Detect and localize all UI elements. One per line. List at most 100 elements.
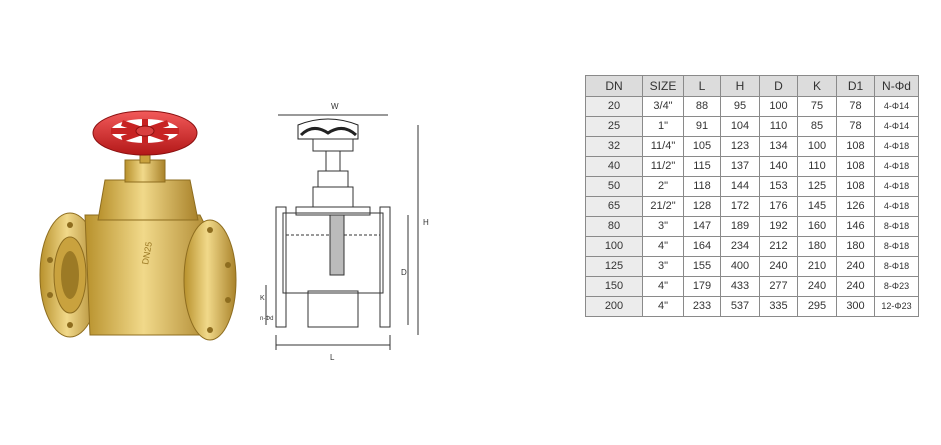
table-cell: 11/2": [642, 156, 684, 177]
col-header-dn: DN: [585, 75, 643, 97]
table-cell: 8-Φ18: [874, 216, 919, 237]
table-cell: 40: [585, 156, 643, 177]
table-cell: 433: [720, 276, 760, 297]
dim-label-k: K: [260, 295, 265, 302]
table-cell: 176: [759, 196, 798, 217]
table-cell: 8-Φ18: [874, 256, 919, 277]
table-cell: 240: [797, 276, 837, 297]
table-cell: 12-Φ23: [874, 296, 919, 317]
table-cell: 180: [836, 236, 875, 257]
table-cell: 400: [720, 256, 760, 277]
table-cell: 95: [720, 96, 760, 117]
table-cell: 240: [836, 276, 875, 297]
table-cell: 4": [642, 276, 684, 297]
table-cell: 180: [797, 236, 837, 257]
table-cell: 192: [759, 216, 798, 237]
col-header-size: SIZE: [642, 75, 684, 97]
table-cell: 8-Φ18: [874, 236, 919, 257]
table-cell: 160: [797, 216, 837, 237]
table-cell: 91: [683, 116, 721, 137]
table-cell: 115: [683, 156, 721, 177]
table-cell: 4-Φ18: [874, 196, 919, 217]
table-cell: 4": [642, 296, 684, 317]
table-header-row: DN SIZE L H D K D1 N-Φd: [585, 75, 919, 97]
gate-valve-drawing: W H D K n-Φd L: [260, 102, 429, 362]
col-header-d: D: [759, 75, 798, 97]
table-cell: 212: [759, 236, 798, 257]
col-header-nd: N-Φd: [874, 75, 919, 97]
dim-label-top: W: [331, 102, 339, 111]
table-cell: 21/2": [642, 196, 684, 217]
table-cell: 150: [585, 276, 643, 297]
table-cell: 125: [797, 176, 837, 197]
col-header-d1: D1: [836, 75, 875, 97]
table-cell: 172: [720, 196, 760, 217]
table-cell: 153: [759, 176, 798, 197]
table-cell: 108: [836, 136, 875, 157]
table-cell: 8-Φ23: [874, 276, 919, 297]
table-cell: 4-Φ18: [874, 156, 919, 177]
table-cell: 88: [683, 96, 721, 117]
table-cell: 4-Φ18: [874, 136, 919, 157]
table-cell: 155: [683, 256, 721, 277]
table-cell: 110: [759, 116, 798, 137]
gate-valve-photo: DN25: [39, 110, 237, 341]
table-cell: 277: [759, 276, 798, 297]
table-cell: 108: [836, 156, 875, 177]
table-cell: 75: [797, 96, 837, 117]
dim-label-nd: n-Φd: [260, 316, 273, 322]
table-cell: 146: [836, 216, 875, 237]
table-cell: 32: [585, 136, 643, 157]
table-cell: 118: [683, 176, 721, 197]
table-cell: 179: [683, 276, 721, 297]
body-marking: DN25: [140, 241, 154, 265]
col-header-l: L: [683, 75, 721, 97]
table-cell: 2": [642, 176, 684, 197]
dim-label-height: H: [423, 218, 429, 227]
dim-label-d: D: [401, 268, 407, 277]
table-cell: 234: [720, 236, 760, 257]
table-cell: 100: [759, 96, 798, 117]
table-cell: 105: [683, 136, 721, 157]
table-cell: 137: [720, 156, 760, 177]
col-header-h: H: [720, 75, 760, 97]
table-cell: 110: [797, 156, 837, 177]
table-cell: 126: [836, 196, 875, 217]
table-cell: 233: [683, 296, 721, 317]
table-cell: 4-Φ14: [874, 96, 919, 117]
dim-label-l: L: [330, 353, 335, 362]
table-cell: 537: [720, 296, 760, 317]
table-cell: 11/4": [642, 136, 684, 157]
table-cell: 80: [585, 216, 643, 237]
table-cell: 3": [642, 256, 684, 277]
table-cell: 4-Φ14: [874, 116, 919, 137]
table-cell: 3": [642, 216, 684, 237]
table-cell: 108: [836, 176, 875, 197]
table-cell: 128: [683, 196, 721, 217]
table-cell: 210: [797, 256, 837, 277]
table-cell: 134: [759, 136, 798, 157]
table-cell: 200: [585, 296, 643, 317]
table-cell: 25: [585, 116, 643, 137]
table-cell: 1": [642, 116, 684, 137]
table-cell: 295: [797, 296, 837, 317]
table-cell: 4-Φ18: [874, 176, 919, 197]
table-cell: 4": [642, 236, 684, 257]
table-cell: 300: [836, 296, 875, 317]
table-cell: 144: [720, 176, 760, 197]
col-header-k: K: [797, 75, 837, 97]
table-cell: 78: [836, 116, 875, 137]
table-cell: 335: [759, 296, 798, 317]
table-cell: 240: [759, 256, 798, 277]
